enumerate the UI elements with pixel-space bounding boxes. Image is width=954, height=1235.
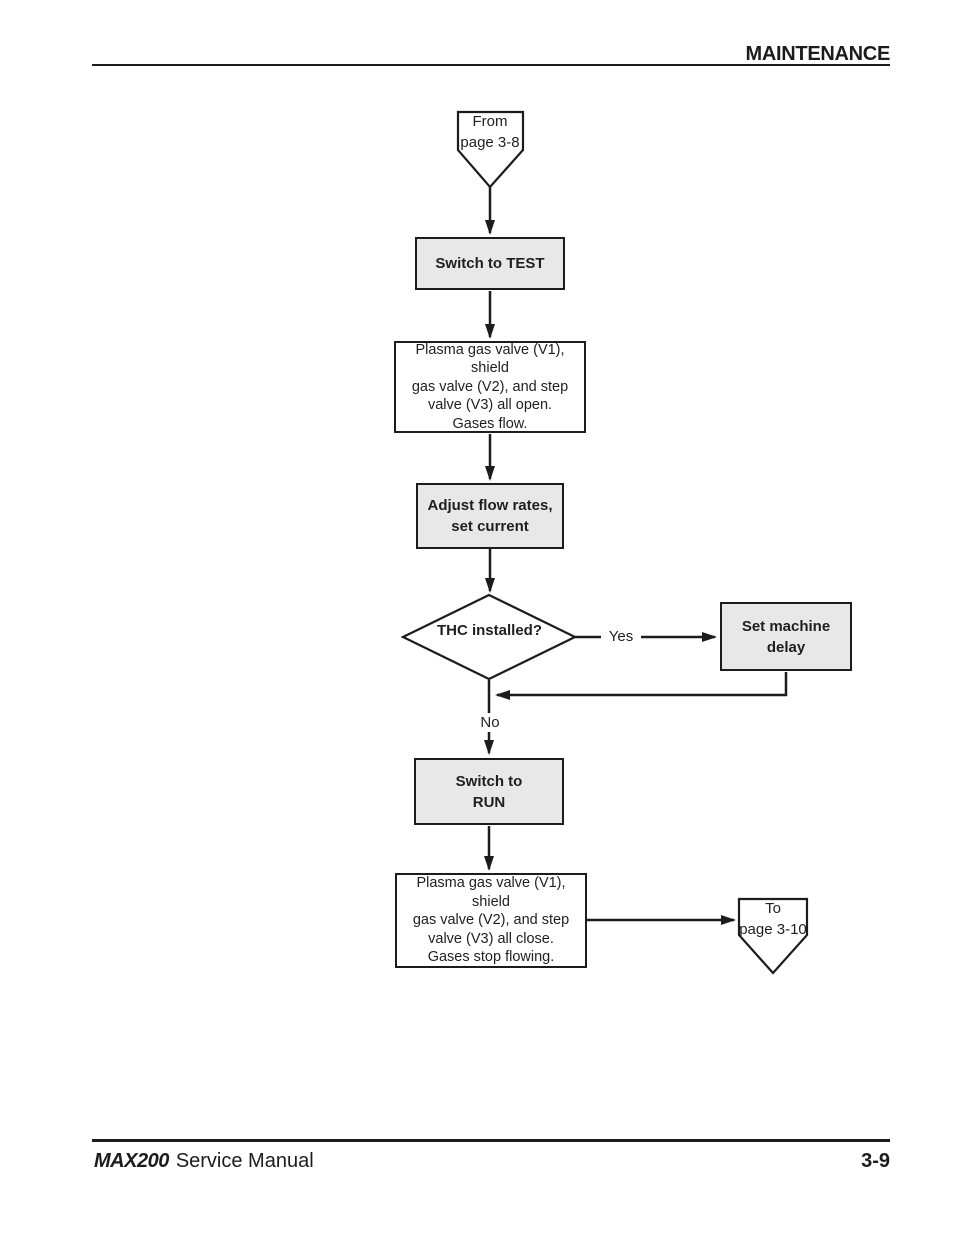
footer-rule (92, 1139, 890, 1142)
arrow-delay-return (494, 672, 788, 700)
to-page-connector-shape (737, 897, 809, 975)
no-branch-label: No (472, 713, 508, 732)
step-set-machine-delay: Set machine delay (720, 602, 852, 671)
header-rule (92, 64, 890, 66)
footer-brand: MAX200 (94, 1150, 169, 1172)
yes-branch-label: Yes (601, 627, 641, 646)
footer-manual-title: MAX200 Service Manual (94, 1150, 314, 1173)
step-adjust-flow-rates: Adjust flow rates, set current (416, 483, 564, 549)
footer-manual-text: Service Manual (175, 1150, 314, 1172)
to-page-connector-label: To page 3-10 (739, 900, 807, 938)
step-valves-close: Plasma gas valve (V1), shield gas valve … (395, 873, 587, 968)
from-page-connector-label: From page 3-8 (460, 113, 520, 151)
from-page-connector-shape (456, 110, 525, 189)
decision-thc-installed-label: THC installed? (436, 621, 542, 639)
step-switch-to-run: Switch to RUN (414, 758, 564, 825)
step-valves-open: Plasma gas valve (V1), shield gas valve … (394, 341, 586, 433)
footer-page-number: 3-9 (861, 1150, 890, 1172)
decision-diamond-shape (400, 593, 578, 681)
step-switch-to-test: Switch to TEST (415, 237, 565, 290)
page-header-title: MAINTENANCE (745, 43, 891, 65)
